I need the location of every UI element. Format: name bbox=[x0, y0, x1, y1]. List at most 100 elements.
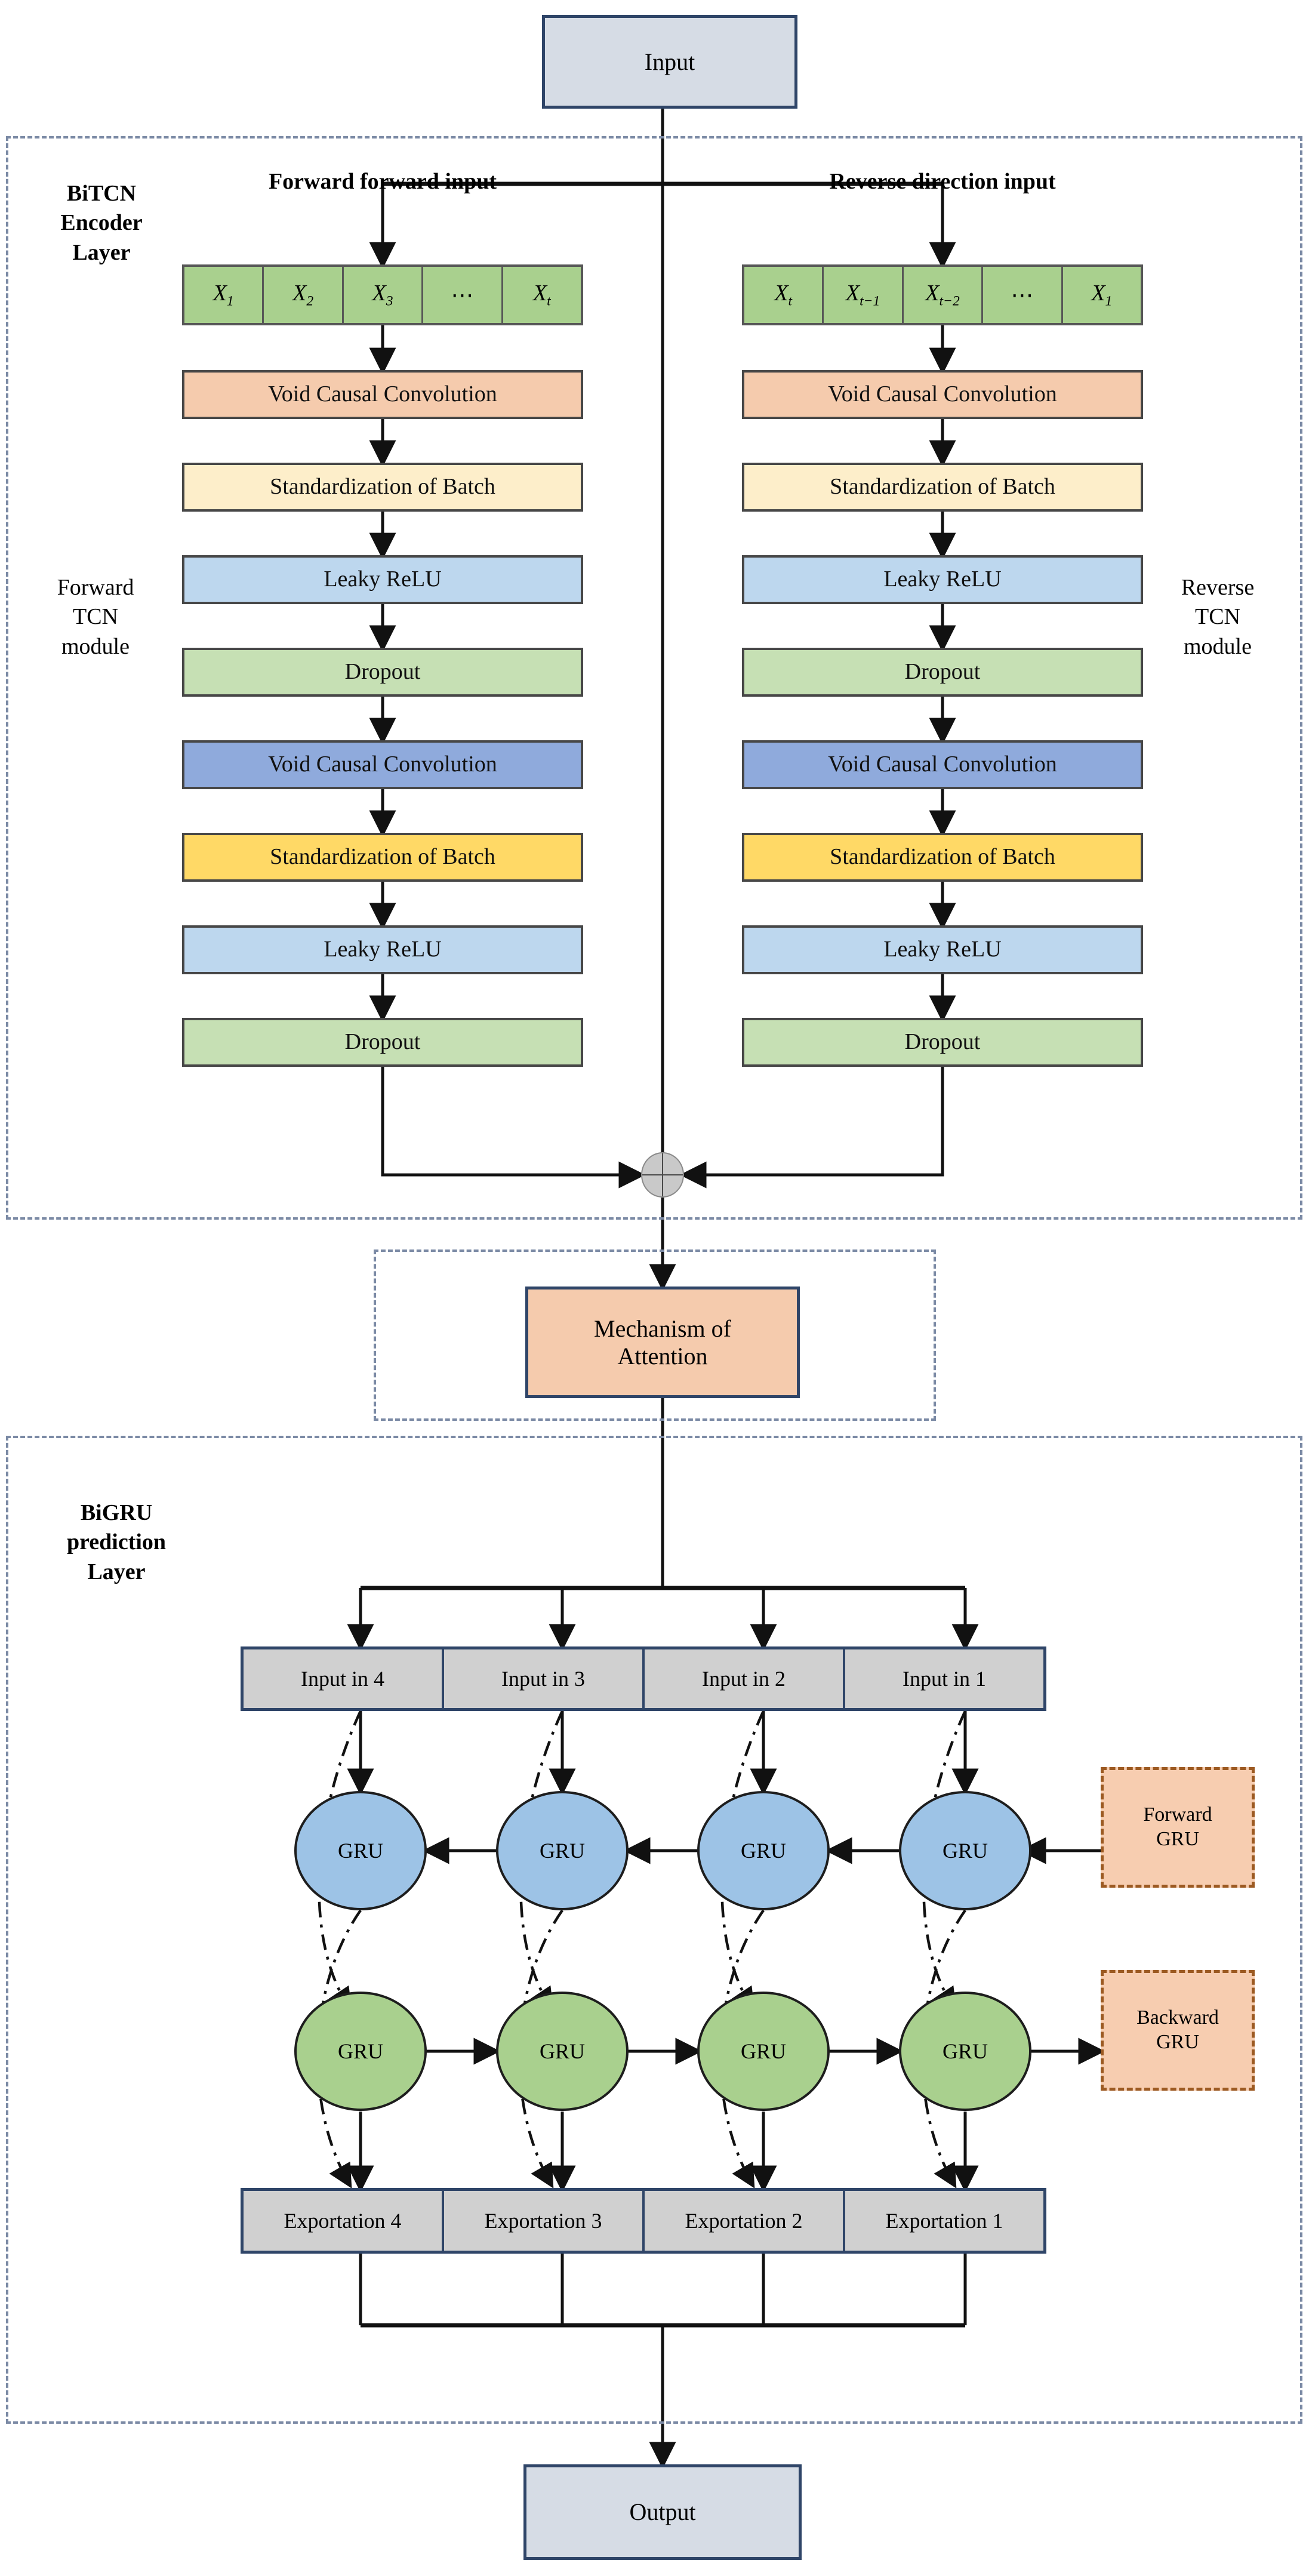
reverse-tcn-block-5[interactable]: Void Causal Convolution bbox=[742, 740, 1143, 789]
bigru-input-cell-4-label: Input in 1 bbox=[903, 1667, 986, 1691]
bigru-layer-label-line1: BiGRU bbox=[80, 1500, 153, 1525]
bigru-output-cell-3-label: Exportation 2 bbox=[685, 2209, 803, 2233]
forward-gru-legend-line2: GRU bbox=[1156, 1828, 1199, 1850]
input-box[interactable]: Input bbox=[542, 15, 797, 109]
bigru-input-cell-3[interactable]: Input in 2 bbox=[645, 1649, 845, 1708]
bigru-layer-label: BiGRU prediction Layer bbox=[18, 1498, 215, 1587]
bigru-input-cell-2-label: Input in 3 bbox=[501, 1667, 585, 1691]
forward-tcn-block-1[interactable]: Void Causal Convolution bbox=[182, 370, 583, 419]
forward-gru-cell-3[interactable]: GRU bbox=[697, 1791, 830, 1910]
reverse-tcn-block-7[interactable]: Leaky ReLU bbox=[742, 925, 1143, 974]
reverse-tcn-block-1[interactable]: Void Causal Convolution bbox=[742, 370, 1143, 419]
backward-gru-cell-1-label: GRU bbox=[337, 2039, 383, 2063]
forward-tcn-module-line1: Forward bbox=[57, 575, 134, 600]
forward-tcn-block-8[interactable]: Dropout bbox=[182, 1018, 583, 1067]
backward-gru-legend-line1: Backward bbox=[1136, 2006, 1219, 2029]
forward-tcn-module-line2: TCN bbox=[73, 604, 118, 630]
bigru-input-cell-4[interactable]: Input in 1 bbox=[845, 1649, 1043, 1708]
forward-gru-cell-1-label: GRU bbox=[337, 1839, 383, 1863]
forward-branch-header: Forward forward input bbox=[186, 167, 580, 196]
backward-gru-cell-3[interactable]: GRU bbox=[697, 1992, 830, 2111]
bitcn-layer-label: BiTCN Encoder Layer bbox=[12, 179, 191, 267]
forward-sequence-cell-2: X2 bbox=[264, 267, 344, 323]
reverse-sequence-cell-2: Xt−1 bbox=[824, 267, 904, 323]
forward-sequence-cell-1: X1 bbox=[184, 267, 264, 323]
backward-gru-legend: Backward GRU bbox=[1101, 1970, 1255, 2091]
reverse-branch-header: Reverse direction input bbox=[746, 167, 1139, 196]
reverse-tcn-module-label: Reverse TCN module bbox=[1134, 573, 1301, 661]
output-box[interactable]: Output bbox=[523, 2464, 802, 2560]
attention-line1: Mechanism of bbox=[594, 1315, 731, 1342]
reverse-tcn-block-6[interactable]: Standardization of Batch bbox=[742, 833, 1143, 882]
input-box-label: Input bbox=[644, 48, 695, 75]
bigru-output-cell-2[interactable]: Exportation 3 bbox=[444, 2191, 645, 2251]
bigru-output-cell-1-label: Exportation 4 bbox=[284, 2209, 402, 2233]
bigru-output-cell-1[interactable]: Exportation 4 bbox=[244, 2191, 444, 2251]
forward-tcn-block-7[interactable]: Leaky ReLU bbox=[182, 925, 583, 974]
backward-gru-cell-4-label: GRU bbox=[942, 2039, 988, 2063]
reverse-tcn-block-4[interactable]: Dropout bbox=[742, 648, 1143, 697]
forward-tcn-block-2-label: Standardization of Batch bbox=[270, 474, 495, 500]
bigru-input-cell-2[interactable]: Input in 3 bbox=[444, 1649, 645, 1708]
forward-sequence-cell-5: Xt bbox=[503, 267, 581, 323]
backward-gru-cell-3-label: GRU bbox=[740, 2039, 786, 2063]
bigru-output-cell-2-label: Exportation 3 bbox=[484, 2209, 602, 2233]
backward-gru-cell-2[interactable]: GRU bbox=[496, 1992, 629, 2111]
reverse-branch-header-text: Reverse direction input bbox=[829, 169, 1056, 194]
forward-tcn-block-2[interactable]: Standardization of Batch bbox=[182, 463, 583, 512]
bigru-input-cell-1-label: Input in 4 bbox=[301, 1667, 384, 1691]
forward-sequence-cell-4: ⋯ bbox=[423, 267, 503, 323]
forward-gru-cell-2-label: GRU bbox=[539, 1839, 585, 1863]
bigru-layer-label-line2: prediction bbox=[66, 1529, 167, 1555]
reverse-tcn-block-3[interactable]: Leaky ReLU bbox=[742, 555, 1143, 604]
forward-gru-cell-4[interactable]: GRU bbox=[899, 1791, 1031, 1910]
attention-mechanism-box[interactable]: Mechanism of Attention bbox=[525, 1287, 800, 1398]
forward-tcn-block-8-label: Dropout bbox=[344, 1029, 421, 1055]
bigru-output-cell-4[interactable]: Exportation 1 bbox=[845, 2191, 1043, 2251]
forward-tcn-block-6[interactable]: Standardization of Batch bbox=[182, 833, 583, 882]
reverse-tcn-module-line2: TCN bbox=[1195, 604, 1240, 630]
forward-gru-cell-2[interactable]: GRU bbox=[496, 1791, 629, 1910]
forward-gru-legend: Forward GRU bbox=[1101, 1767, 1255, 1888]
merge-circle bbox=[641, 1152, 684, 1198]
forward-tcn-block-5[interactable]: Void Causal Convolution bbox=[182, 740, 583, 789]
reverse-tcn-block-6-label: Standardization of Batch bbox=[830, 844, 1055, 870]
reverse-tcn-block-2-label: Standardization of Batch bbox=[830, 474, 1055, 500]
forward-tcn-block-3[interactable]: Leaky ReLU bbox=[182, 555, 583, 604]
bitcn-encoder-region bbox=[6, 136, 1302, 1220]
backward-gru-cell-1[interactable]: GRU bbox=[294, 1992, 427, 2111]
bigru-layer-label-line3: Layer bbox=[87, 1559, 146, 1584]
bigru-output-strip: Exportation 4 Exportation 3 Exportation 2 E… bbox=[241, 2188, 1046, 2254]
forward-gru-cell-1[interactable]: GRU bbox=[294, 1791, 427, 1910]
reverse-tcn-block-5-label: Void Causal Convolution bbox=[828, 752, 1057, 777]
bigru-output-cell-3[interactable]: Exportation 2 bbox=[645, 2191, 845, 2251]
backward-gru-cell-4[interactable]: GRU bbox=[899, 1992, 1031, 2111]
bigru-prediction-region bbox=[6, 1436, 1302, 2424]
reverse-tcn-block-2[interactable]: Standardization of Batch bbox=[742, 463, 1143, 512]
bigru-output-cell-4-label: Exportation 1 bbox=[885, 2209, 1003, 2233]
forward-tcn-block-6-label: Standardization of Batch bbox=[270, 844, 495, 870]
forward-tcn-block-4[interactable]: Dropout bbox=[182, 648, 583, 697]
attention-region bbox=[374, 1249, 936, 1421]
forward-sequence-cell-3: X3 bbox=[343, 267, 424, 323]
reverse-tcn-block-4-label: Dropout bbox=[904, 659, 981, 685]
reverse-tcn-module-line1: Reverse bbox=[1181, 575, 1255, 600]
backward-gru-legend-line2: GRU bbox=[1156, 2031, 1199, 2053]
reverse-tcn-block-8-label: Dropout bbox=[904, 1029, 981, 1055]
bitcn-layer-label-line2: Encoder bbox=[60, 210, 143, 236]
forward-gru-cell-4-label: GRU bbox=[942, 1839, 988, 1863]
reverse-sequence-cell-5: X1 bbox=[1062, 267, 1141, 323]
reverse-sequence-cell-1: Xt bbox=[744, 267, 824, 323]
reverse-tcn-block-8[interactable]: Dropout bbox=[742, 1018, 1143, 1067]
reverse-tcn-block-7-label: Leaky ReLU bbox=[883, 937, 1002, 962]
reverse-tcn-block-3-label: Leaky ReLU bbox=[883, 567, 1002, 592]
bigru-input-strip: Input in 4 Input in 3 Input in 2 Input in 1 bbox=[241, 1646, 1046, 1711]
forward-tcn-block-5-label: Void Causal Convolution bbox=[268, 752, 497, 777]
forward-tcn-block-3-label: Leaky ReLU bbox=[324, 567, 442, 592]
forward-tcn-block-1-label: Void Causal Convolution bbox=[268, 381, 497, 407]
forward-gru-legend-line1: Forward bbox=[1143, 1803, 1212, 1826]
reverse-sequence-cell-3: Xt−2 bbox=[903, 267, 984, 323]
bigru-input-cell-1[interactable]: Input in 4 bbox=[244, 1649, 444, 1708]
